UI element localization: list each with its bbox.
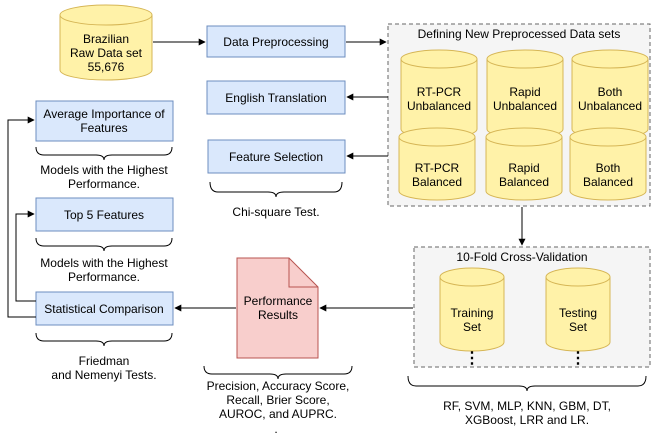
top5-note: Models with the Highest (40, 256, 168, 270)
top5-brace (35, 237, 173, 252)
raw-data-line2: Raw Data set (70, 46, 143, 60)
dataset-label: Rapid (508, 161, 539, 175)
raw-data-line3: 55,676 (88, 60, 125, 74)
testing-set-label: Set (569, 320, 588, 334)
cv-title: 10-Fold Cross-Validation (456, 250, 587, 264)
dataset-rapid-unbalanced: Rapid Unbalanced (486, 49, 564, 139)
raw-data-cylinder: Brazilian Raw Data set 55,676 (59, 4, 153, 81)
dataset-both-balanced: Both Balanced (569, 127, 647, 201)
dataset-label: Unbalanced (493, 99, 557, 113)
testing-set-label: Testing (559, 306, 597, 320)
performance-label: Performance (244, 294, 313, 308)
dataset-label: RT-PCR (415, 161, 460, 175)
training-set-cylinder: Training Set (439, 267, 505, 352)
arrow-stat-to-avg-importance (7, 116, 36, 318)
testing-set-cylinder: Testing Set (545, 267, 611, 352)
models-brace (407, 375, 647, 392)
dataset-label: RT-PCR (417, 85, 462, 99)
dataset-label: Unbalanced (578, 99, 642, 113)
models-note-line2: XGBoost, LRR and LR. (465, 413, 589, 427)
stat-note: and Nemenyi Tests. (51, 368, 156, 382)
training-set-label: Training (451, 306, 494, 320)
top5-features-label: Top 5 Features (64, 208, 144, 222)
dataset-label: Unbalanced (407, 99, 471, 113)
stat-note: Friedman (79, 354, 130, 368)
training-ellipsis: ⋮ (464, 350, 480, 367)
avg-importance-note: Performance. (68, 177, 140, 191)
avg-importance-label: Features (80, 121, 127, 135)
metrics-line2: Recall, Brier Score, (226, 393, 329, 407)
metrics-trailing-dot: . (274, 422, 277, 436)
training-set-label: Set (463, 320, 482, 334)
dataset-rapid-balanced: Rapid Balanced (485, 127, 563, 201)
models-note-line1: RF, SVM, MLP, KNN, GBM, DT, (443, 399, 611, 413)
statistical-comparison-box: Statistical Comparison (35, 291, 174, 326)
feature-selection-box: Feature Selection (207, 139, 346, 174)
avg-importance-brace (35, 146, 173, 161)
dataset-label: Balanced (412, 175, 462, 189)
english-translation-box: English Translation (206, 80, 346, 115)
preprocessed-datasets-title: Defining New Preprocessed Data sets (418, 27, 621, 41)
arrow-stat-to-top5 (15, 210, 36, 302)
avg-importance-label: Average Importance of (43, 107, 165, 121)
english-translation-label: English Translation (225, 91, 326, 105)
dataset-label: Both (598, 85, 623, 99)
avg-importance-box: Average Importance of Features (35, 100, 174, 142)
data-preprocessing-box: Data Preprocessing (206, 25, 346, 58)
dataset-label: Balanced (499, 175, 549, 189)
avg-importance-note: Models with the Highest (40, 163, 168, 177)
metrics-line1: Precision, Accuracy Score, (207, 379, 350, 393)
dataset-label: Both (596, 161, 621, 175)
testing-ellipsis: ⋮ (570, 350, 586, 367)
top5-note: Performance. (68, 270, 140, 284)
performance-label: Results (258, 308, 298, 322)
dataset-label: Rapid (509, 85, 540, 99)
dataset-both-unbalanced: Both Unbalanced (571, 49, 649, 139)
feature-selection-label: Feature Selection (229, 150, 323, 164)
statistical-comparison-label: Statistical Comparison (44, 302, 163, 316)
metrics-line3: AUROC, and AUPRC. (219, 407, 337, 421)
dataset-rtpcr-balanced: RT-PCR Balanced (398, 127, 476, 201)
raw-data-line1: Brazilian (83, 32, 129, 46)
data-preprocessing-label: Data Preprocessing (223, 35, 328, 49)
top5-features-box: Top 5 Features (35, 197, 174, 232)
feature-selection-note: Chi-square Test. (232, 205, 319, 219)
dataset-rtpcr-unbalanced: RT-PCR Unbalanced (400, 49, 478, 139)
dataset-label: Balanced (583, 175, 633, 189)
stat-brace (35, 332, 173, 347)
feature-selection-brace (209, 181, 343, 198)
performance-results-document: Performance Results (236, 257, 319, 359)
performance-brace (203, 365, 353, 380)
